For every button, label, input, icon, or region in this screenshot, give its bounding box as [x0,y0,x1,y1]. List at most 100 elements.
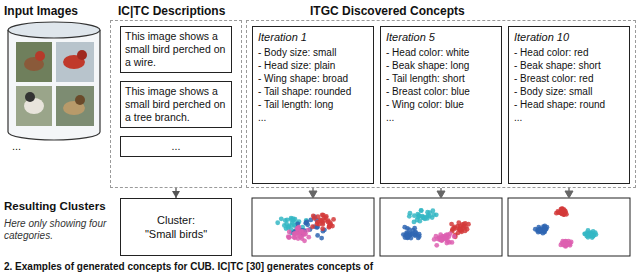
scatter-plots [252,198,630,256]
concept-item: - Body size: small [514,85,624,98]
data-point [407,227,412,232]
concept-box: Iteration 10 - Head color: red- Beak shap… [508,26,630,184]
data-point [419,208,424,213]
data-point [331,217,336,222]
iteration-title: Iteration 10 [514,30,624,44]
concept-box: Iteration 1- Body size: small- Head size… [252,26,374,184]
description-box: This image shows a small bird perched on… [120,26,232,73]
concept-item: - Wing color: blue [386,98,496,111]
data-point [298,235,303,240]
ellipsis: ... [12,140,21,152]
iteration-title: Iteration 1 [258,30,368,44]
description-text: This image shows a small bird perched on… [125,85,227,124]
concept-item: - Wing shape: broad [258,72,368,85]
data-point [544,227,549,232]
data-point [564,212,569,217]
arrow-head [437,191,445,198]
data-point [402,225,407,230]
data-point [584,234,589,239]
description-text: This image shows a small bird perched on… [125,30,227,69]
data-point [275,220,280,225]
concept-item: ... [258,111,368,124]
plot-frame [252,198,374,256]
data-point [312,216,317,221]
data-point [328,223,333,228]
concept-item: - Breast color: red [514,72,624,85]
concept-item: - Beak shape: long [386,59,496,72]
group-heading: IC|TC Descriptions [118,4,225,18]
data-point [310,224,315,229]
data-point [319,236,324,241]
group-heading: ITGC Discovered Concepts [310,4,465,18]
caption: 2. Examples of generated concepts for CU… [4,261,373,273]
data-point [315,233,320,238]
plot-frame [380,198,502,256]
cluster-text: "Small birds" [121,227,231,241]
data-point [415,218,420,223]
data-point [543,227,548,232]
column-heading: Input Images [4,4,78,18]
plot-frame [508,198,630,256]
data-point [303,221,308,226]
data-point [439,238,444,243]
concept-item: - Tail length: long [258,98,368,111]
cluster-text: Cluster: [121,213,231,227]
arrow-head [565,191,573,198]
note: Here only showing four categories. [4,218,108,242]
data-point [438,232,443,237]
data-point [419,208,424,213]
data-point [286,234,291,239]
data-point [449,222,454,227]
data-point [320,226,325,231]
concept-item: - Tail length: short [386,72,496,85]
data-point [561,241,566,246]
data-point [444,241,449,246]
data-point [408,211,413,216]
concept-item: ... [386,111,496,124]
description-box: This image shows a small bird perched on… [120,81,232,128]
concept-item: - Head color: white [386,46,496,59]
data-point [451,226,456,231]
concept-item: - Head color: red [514,46,624,59]
description-box: ... [120,136,232,157]
data-point [290,221,295,226]
concept-item: - Head size: plain [258,59,368,72]
concept-item: - Beak shape: short [514,59,624,72]
description-text: ... [125,140,227,153]
data-point [457,227,462,232]
data-point [286,235,291,240]
data-point [322,218,327,223]
data-point [543,227,548,232]
data-point [294,231,299,236]
image-cylinder [8,22,100,140]
data-point [417,213,422,218]
data-point [287,230,292,235]
iteration-title: Iteration 5 [386,30,496,44]
data-point [537,227,542,232]
data-point [410,232,415,237]
data-point [327,223,332,228]
cluster-box: Cluster:"Small birds" [120,198,232,256]
data-point [287,235,292,240]
data-point [430,208,435,213]
row-heading: Resulting Clusters [4,200,106,212]
data-point [321,213,326,218]
arrow-head [309,191,317,198]
data-point [424,214,429,219]
data-point [452,234,457,239]
data-point [434,243,439,248]
data-point [431,212,436,217]
data-point [555,209,560,214]
data-point [279,216,284,221]
arrow-head [172,191,180,198]
data-point [463,229,468,234]
data-point [302,238,307,243]
data-point [286,225,291,230]
concept-item: ... [514,111,624,124]
concept-item: - Breast color: blue [386,85,496,98]
data-point [405,235,410,240]
dashed-group: ITGC Discovered ConceptsIteration 1- Bod… [246,4,636,188]
arrows [309,188,573,198]
data-point [315,221,320,226]
